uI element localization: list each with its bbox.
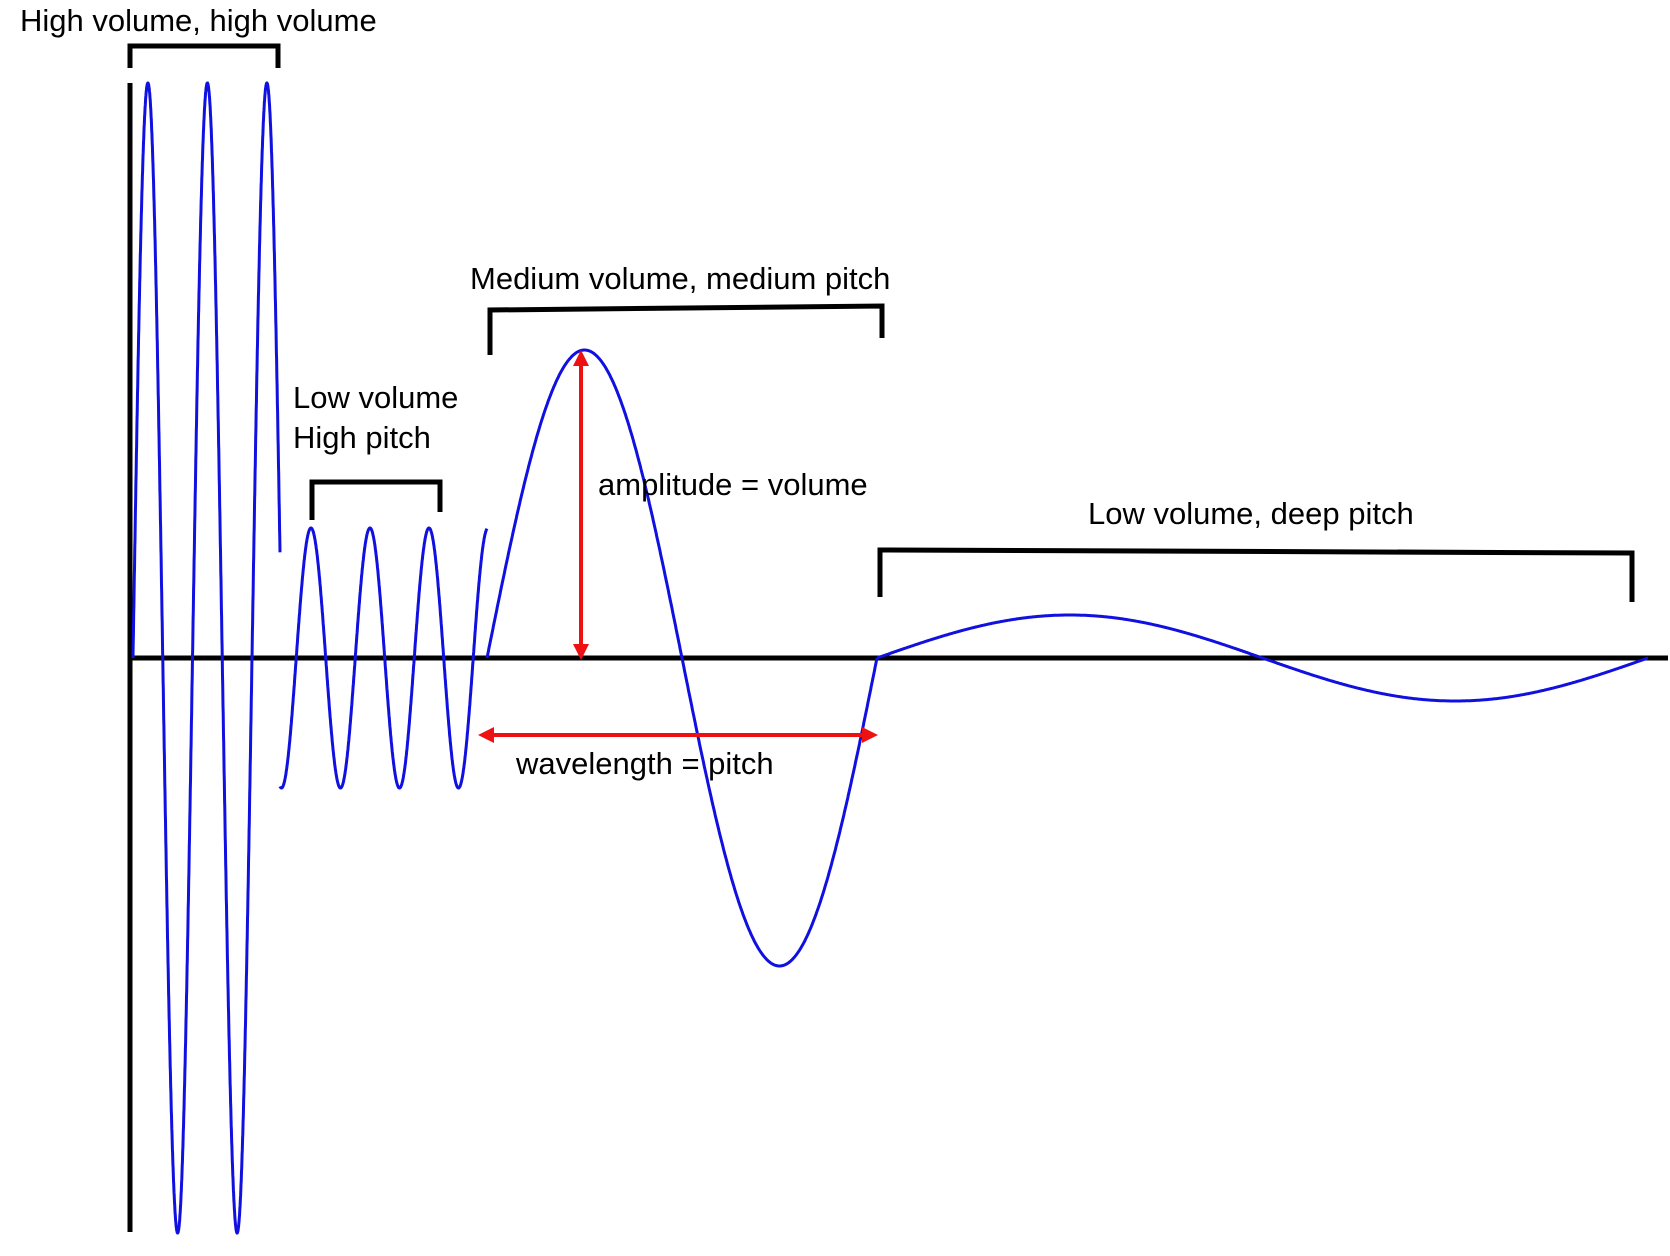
wave-high-volume-high-pitch: [131, 81, 282, 1235]
label-high-pitch-line: High pitch: [293, 420, 431, 455]
wave-low-volume-high-pitch: [278, 526, 489, 790]
label-low-volume-high-pitch: Low volume High pitch: [293, 378, 458, 458]
bracket-medium: [487, 303, 885, 355]
wave-medium-volume-medium-pitch: [485, 348, 879, 968]
amplitude-arrow-head-bottom: [573, 644, 589, 660]
bracket-low-volume-high-pitch: [309, 479, 443, 520]
label-low-deep: Low volume, deep pitch: [1088, 496, 1414, 531]
bracket-low-deep: [877, 547, 1635, 602]
bracket-high-volume: [127, 43, 281, 68]
wavelength-arrow-head-left: [478, 727, 494, 743]
label-amplitude: amplitude = volume: [598, 467, 868, 502]
label-high-volume: High volume, high volume: [20, 3, 377, 38]
amplitude-arrow-head-top: [573, 350, 589, 366]
wave-low-volume-deep-pitch: [876, 613, 1649, 703]
label-medium: Medium volume, medium pitch: [470, 261, 891, 296]
label-low-volume-line: Low volume: [293, 380, 459, 415]
wavelength-arrow-head-right: [862, 727, 878, 743]
label-wavelength: wavelength = pitch: [516, 746, 774, 781]
